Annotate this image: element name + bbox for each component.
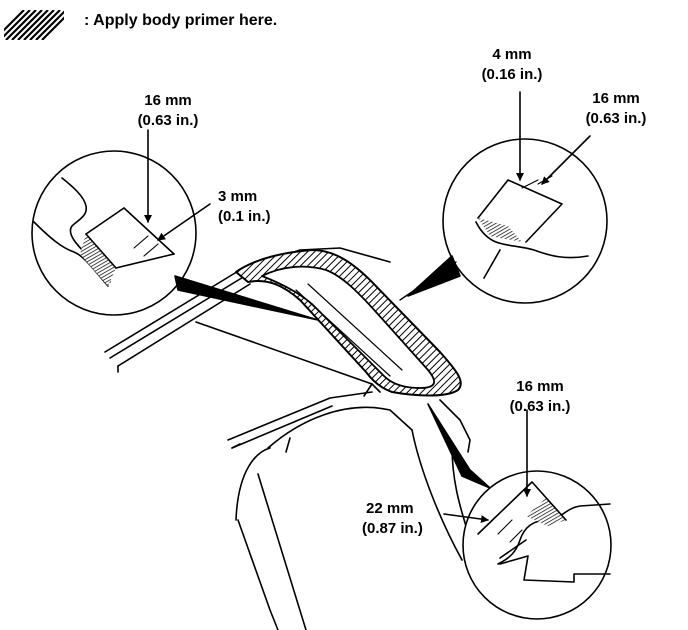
upper-right-dim-a-mm: 4 mm (492, 46, 532, 63)
upper-right-dim-a-in: (0.16 in.) (481, 66, 543, 83)
upper-right-dim-b-mm: 16 mm (592, 90, 640, 107)
leader-upper-left (174, 275, 319, 321)
lower-right-dim-b-in: (0.87 in.) (362, 520, 423, 537)
detail-circle-upper-right (442, 91, 608, 304)
diagonal-hatch-swatch-icon (4, 10, 64, 40)
legend-text: : Apply body primer here. (84, 12, 278, 29)
upper-left-dim-a-mm: 16 mm (144, 92, 192, 109)
upper-left-dim-a-in: (0.63 in.) (137, 112, 199, 129)
upper-left-dim-b-mm: 3 mm (218, 188, 258, 205)
lower-right-dim-a-in: (0.63 in.) (509, 398, 571, 415)
detail-circle-lower-right (443, 409, 612, 620)
lower-right-dim-b-mm: 22 mm (366, 500, 414, 517)
leader-lower-right (427, 403, 491, 489)
body-outline (104, 247, 471, 630)
upper-right-dim-b-in: (0.63 in.) (585, 110, 647, 127)
spoiler-primer-band (235, 249, 462, 397)
detail-circle-upper-left (31, 129, 211, 316)
upper-left-dim-b-in: (0.1 in.) (218, 208, 271, 225)
lower-right-dim-a-mm: 16 mm (516, 378, 564, 395)
